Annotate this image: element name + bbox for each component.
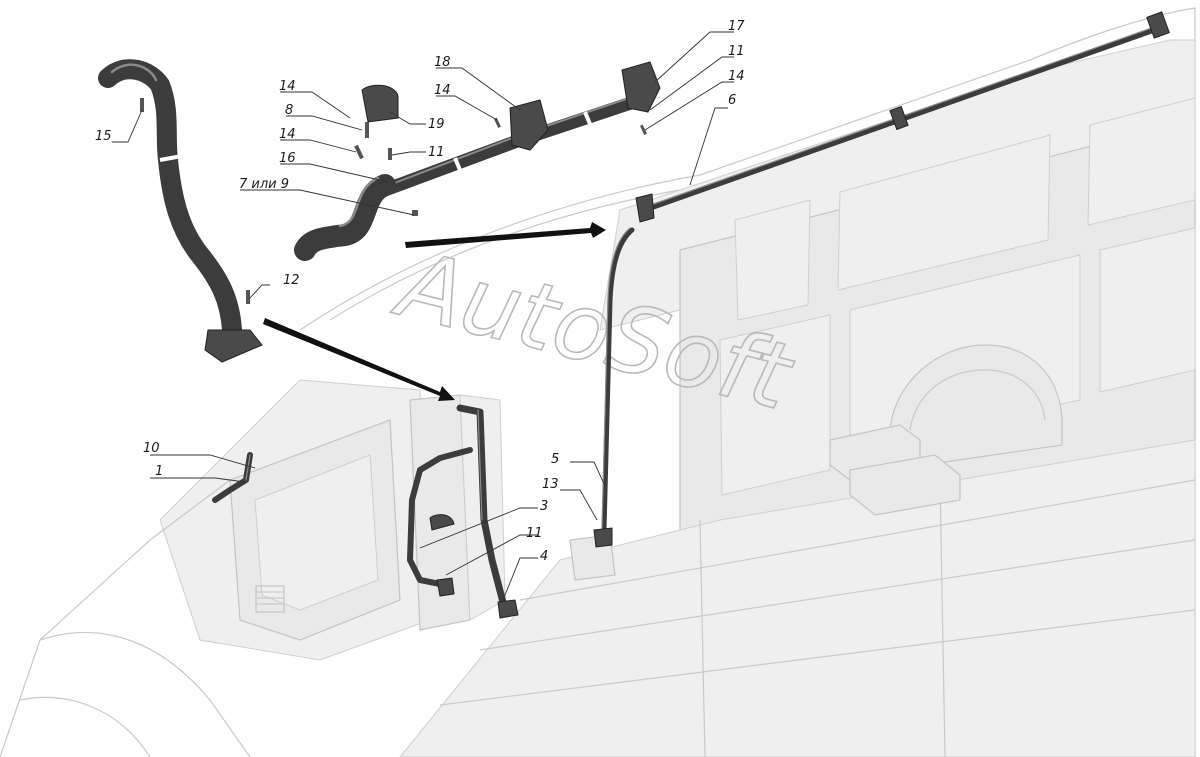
callout-19: 19 bbox=[428, 117, 445, 132]
callout-11: 11 bbox=[428, 145, 445, 160]
door-duct bbox=[212, 452, 253, 503]
callout-5: 5 bbox=[551, 452, 559, 467]
pointer-arrows bbox=[263, 222, 606, 401]
callout-14: 14 bbox=[279, 127, 296, 142]
leader-lines bbox=[112, 31, 734, 601]
callout-16: 16 bbox=[279, 151, 296, 166]
callout-14: 14 bbox=[434, 83, 451, 98]
callout-3: 3 bbox=[540, 499, 548, 514]
callout-13: 13 bbox=[542, 477, 559, 492]
vehicle-body bbox=[0, 7, 1196, 757]
callout-17: 17 bbox=[728, 19, 745, 34]
callout-18: 18 bbox=[434, 55, 451, 70]
left-air-duct bbox=[98, 59, 263, 363]
callout-14: 14 bbox=[279, 79, 296, 94]
callout-14: 14 bbox=[728, 69, 745, 84]
callout-11: 11 bbox=[728, 44, 745, 59]
callout-6: 6 bbox=[728, 93, 736, 108]
callout-8: 8 bbox=[285, 103, 293, 118]
callout-labels: 17 11 14 6 18 14 14 8 19 14 11 16 7 или … bbox=[95, 19, 745, 564]
vertical-duct bbox=[593, 227, 635, 548]
callout-7-or-9: 7 или 9 bbox=[239, 177, 289, 192]
roof-rail-duct bbox=[635, 11, 1170, 223]
partition-ducts bbox=[407, 404, 519, 619]
fasteners bbox=[354, 117, 647, 216]
callout-4: 4 bbox=[540, 549, 548, 564]
callout-1: 1 bbox=[155, 464, 163, 479]
callout-10: 10 bbox=[143, 441, 160, 456]
upper-duct-assembly bbox=[294, 61, 661, 261]
grille-pattern bbox=[255, 585, 285, 613]
callout-12: 12 bbox=[283, 273, 300, 288]
callout-15: 15 bbox=[95, 129, 112, 144]
callout-11: 11 bbox=[526, 526, 543, 541]
